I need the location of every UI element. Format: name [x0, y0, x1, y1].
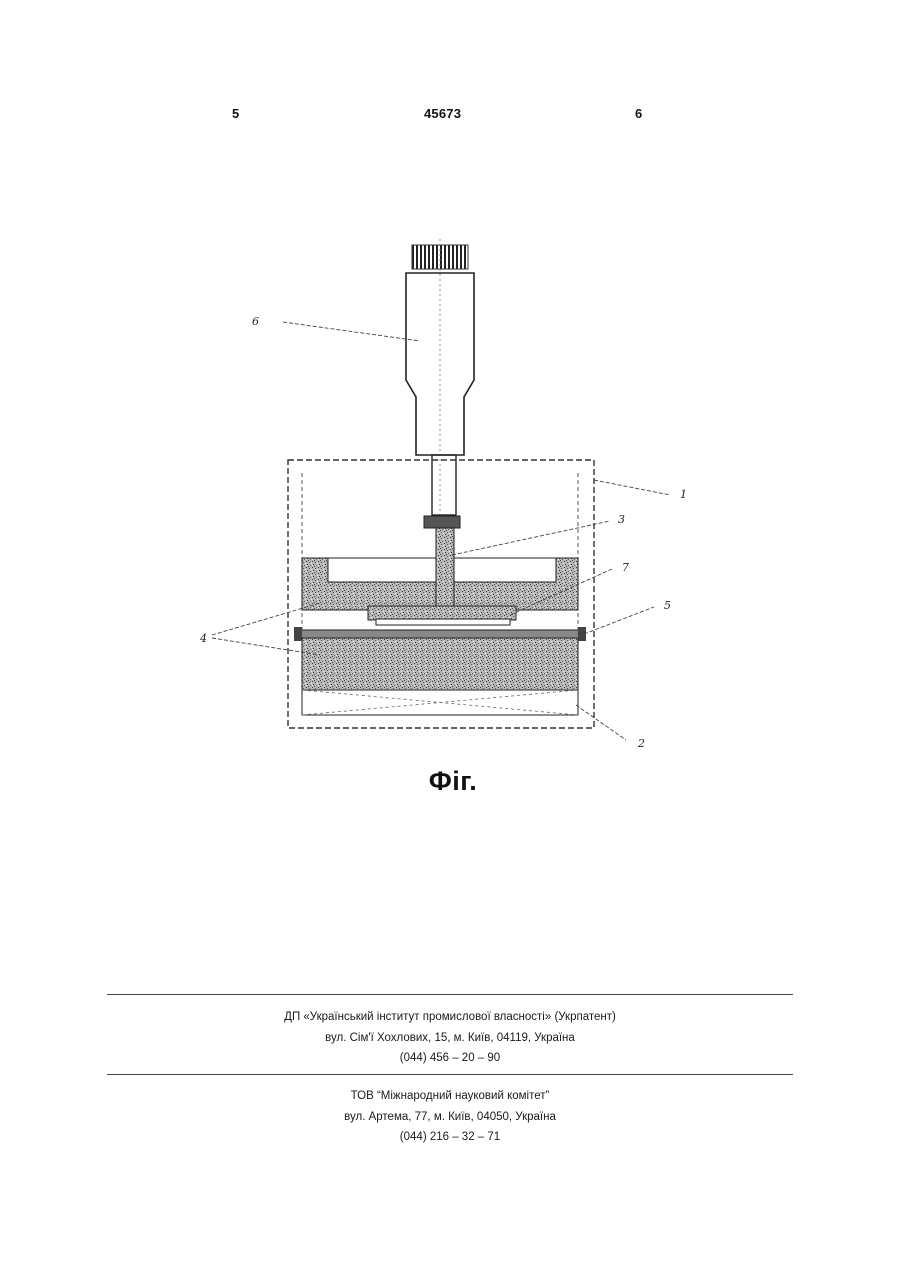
- printer-name: ТОВ “Міжнародний науковий комітет”: [0, 1090, 900, 1102]
- label-1: 1: [680, 488, 687, 501]
- clamp-nut: [424, 516, 460, 528]
- publisher-address: вул. Сім'ї Хохлових, 15, м. Київ, 04119,…: [0, 1032, 900, 1044]
- label-7: 7: [622, 561, 629, 574]
- plate-7: [368, 606, 516, 620]
- rod-3: [436, 528, 454, 608]
- page-number-left: 5: [232, 106, 239, 121]
- printer-address: вул. Артема, 77, м. Київ, 04050, Україна: [0, 1111, 900, 1123]
- patent-figure: 6 1 3 7 5 4 2: [180, 225, 720, 770]
- band-5: [298, 630, 582, 638]
- patent-number: 45673: [424, 106, 461, 121]
- publisher-phone: (044) 456 – 20 – 90: [0, 1052, 900, 1064]
- label-5: 5: [664, 599, 671, 612]
- page-number-right: 6: [635, 106, 642, 121]
- label-6: 6: [252, 315, 259, 328]
- publisher-name: ДП «Український інститут промислової вла…: [0, 1011, 900, 1023]
- horn-shaft: [432, 455, 456, 515]
- label-2: 2: [637, 737, 645, 750]
- divider-top: [107, 994, 793, 995]
- label-3: 3: [618, 513, 625, 526]
- printer-phone: (044) 216 – 32 – 71: [0, 1131, 900, 1143]
- figure-caption: Фіг.: [0, 766, 900, 797]
- divider-bottom: [107, 1074, 793, 1075]
- lower-powder-layer: [302, 638, 578, 690]
- label-4: 4: [199, 632, 207, 645]
